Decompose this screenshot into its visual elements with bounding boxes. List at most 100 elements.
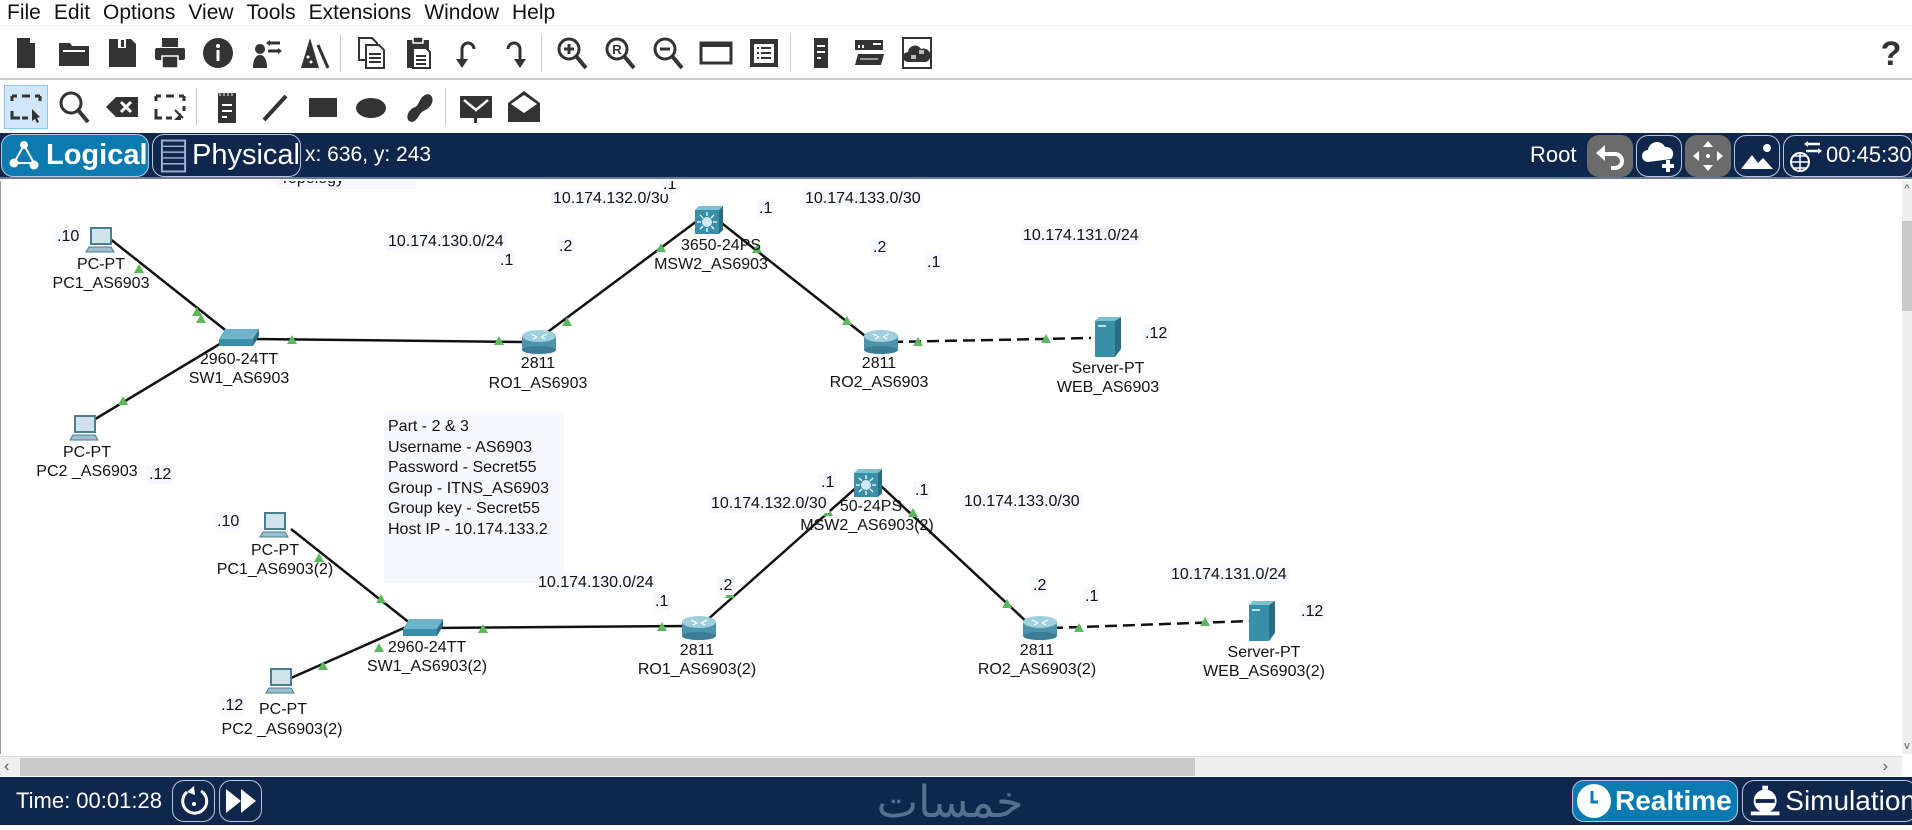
scroll-right-icon[interactable]: › [1882,758,1888,775]
menu-tools[interactable]: Tools [246,0,296,24]
root-breadcrumb[interactable]: Root [1530,142,1577,167]
bottom-strip [0,825,1912,830]
undo-button[interactable] [445,31,489,75]
simulation-mode-button[interactable]: Simulation [1742,780,1912,822]
link-sw1-ro1[interactable] [250,337,526,344]
add-complex-pdu-button[interactable] [502,85,546,129]
delete-tool-button[interactable] [100,85,144,129]
interface-label: .2 [557,237,575,256]
menu-extensions[interactable]: Extensions [308,0,412,24]
horizontal-scroll-thumb[interactable] [20,758,1195,776]
menu-window[interactable]: Window [424,0,500,24]
open-button[interactable] [52,31,96,75]
menu-file[interactable]: File [7,0,41,24]
server-device-icon[interactable] [1249,601,1275,641]
link-msw2-ro2[interactable] [718,220,870,340]
pc-icon[interactable] [69,414,99,444]
simulation-label: Simulation [1785,785,1912,816]
activity-wizard-button[interactable] [244,31,288,75]
link-ro1-msw2-2[interactable] [705,485,859,622]
redo-button[interactable] [493,31,537,75]
switch-icon[interactable] [219,327,261,347]
device-model-label: 3650-24PS [680,237,762,254]
link-pc1-sw1[interactable] [108,237,230,334]
add-simple-pdu-button[interactable] [454,85,498,129]
link-pc1-sw1-2[interactable] [290,528,412,625]
move-object-button[interactable] [1685,135,1731,177]
paste-button[interactable] [397,31,441,75]
zoom-in-button[interactable] [550,31,594,75]
new-file-button[interactable] [4,31,48,75]
save-icon [109,39,136,67]
draw-rectangle-button[interactable] [301,85,345,129]
scroll-left-icon[interactable]: ‹ [4,758,10,775]
tab-physical[interactable]: Physical [152,134,301,177]
vertical-scroll-thumb[interactable] [1902,221,1912,311]
menu-help[interactable]: Help [512,0,556,24]
draw-ellipse-button[interactable] [349,85,393,129]
interface-label: .1 [661,181,679,194]
secondary-toolbar [0,82,1912,132]
link-msw2-ro2-2[interactable] [880,485,1030,625]
router-icon[interactable] [681,614,717,640]
select-tool-button[interactable] [4,85,48,129]
multilayer-switch-icon[interactable] [695,206,723,234]
info-button[interactable] [196,31,240,75]
copy-button[interactable] [349,31,393,75]
place-note-button[interactable] [205,85,249,129]
link-pc2-sw1-2[interactable] [290,622,414,680]
set-background-button[interactable] [1734,135,1780,177]
custom-pdu-button[interactable] [292,31,336,75]
resize-shape-icon [154,94,186,120]
drawing-palette-icon [699,41,733,65]
fast-forward-button[interactable] [219,780,262,822]
link-ro2-web-2[interactable] [1050,619,1252,630]
pc-icon[interactable] [259,511,289,541]
draw-freeform-button[interactable] [397,85,441,129]
link-sw1-ro1-2[interactable] [430,624,692,630]
scroll-down-icon[interactable]: v [1904,740,1910,752]
menu-edit[interactable]: Edit [53,0,91,24]
power-cycle-button[interactable] [172,780,215,822]
server-device-icon[interactable] [1095,317,1121,357]
pc-icon[interactable] [85,226,115,256]
network-device-button[interactable] [847,31,891,75]
print-button[interactable] [148,31,192,75]
tab-logical[interactable]: Logical [1,134,149,177]
menu-view[interactable]: View [188,0,234,24]
router-icon[interactable] [521,328,557,354]
help-button[interactable]: ? [1880,34,1902,73]
menu-options[interactable]: Options [103,0,176,24]
add-complex-pdu-icon [508,91,540,122]
custom-devices-button[interactable] [742,31,786,75]
save-button[interactable] [100,31,144,75]
device-name-label: RO2_AS6903 [829,374,929,391]
credentials-note[interactable]: Part - 2 & 3 Username - AS6903 Password … [384,413,564,583]
router-icon[interactable] [1022,614,1058,640]
zoom-reset-button[interactable]: R [598,31,642,75]
port-status-light [913,337,923,346]
drawing-palette-button[interactable] [694,31,738,75]
server-button[interactable] [799,31,843,75]
realtime-mode-button[interactable]: Realtime [1572,780,1738,822]
multilayer-switch-icon[interactable] [854,469,882,497]
inspect-tool-button[interactable] [52,85,96,129]
new-cluster-button[interactable] [1636,135,1682,177]
zoom-out-button[interactable] [646,31,690,75]
draw-line-button[interactable] [253,85,297,129]
horizontal-scrollbar[interactable]: ‹ › [0,756,1902,776]
pc-icon[interactable] [265,667,295,697]
logical-workspace-canvas[interactable]: Topology [0,181,1902,754]
link-pc2-sw1[interactable] [86,334,234,426]
scroll-up-icon[interactable]: ^ [1904,183,1910,195]
link-ro2-web[interactable] [890,336,1092,344]
viewport-clock-button[interactable] [1783,135,1912,177]
router-icon[interactable] [863,328,899,354]
cloud-ip-button[interactable] [895,31,939,75]
back-button[interactable] [1587,135,1633,177]
resize-shape-button[interactable] [148,85,192,129]
device-model-label: PC-PT [77,256,125,273]
switch-icon[interactable] [403,617,445,637]
vertical-scrollbar[interactable]: ^ v [1902,181,1912,754]
